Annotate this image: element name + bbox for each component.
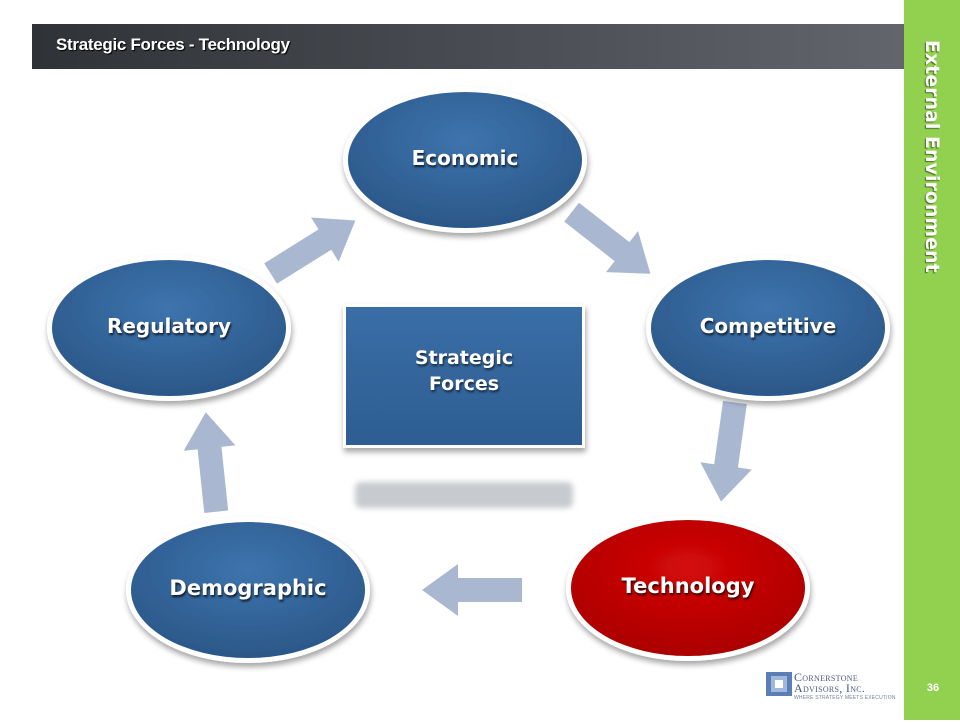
center-box <box>343 304 585 448</box>
title-bar: Strategic Forces - Technology <box>32 24 904 69</box>
node-technology-label: Technology <box>621 574 755 598</box>
node-economic <box>343 87 587 233</box>
section-label: External Environment <box>904 40 960 280</box>
logo-name: Cornerstone Advisors, Inc. <box>794 670 896 695</box>
logo-name-line1: Cornerstone <box>794 670 859 684</box>
node-competitive-label: Competitive <box>699 314 837 338</box>
logo-mark-icon <box>766 672 792 696</box>
node-competitive <box>646 255 890 401</box>
node-regulatory-label: Regulatory <box>106 314 232 338</box>
arrow-technology-to-demographic-icon <box>422 564 522 616</box>
page-number: 36 <box>926 682 940 694</box>
company-logo: Cornerstone Advisors, Inc. WHERE STRATEG… <box>766 670 896 706</box>
logo-name-line2: Advisors, Inc. <box>794 681 866 695</box>
node-economic-label: Economic <box>411 146 519 170</box>
arrow-economic-to-competitive-icon <box>555 191 667 295</box>
logo-tagline: WHERE STRATEGY MEETS EXECUTION <box>794 695 896 701</box>
center-label-line1: Strategic <box>414 347 514 369</box>
arrow-demographic-to-regulatory-icon <box>179 409 243 515</box>
node-demographic-label: Demographic <box>169 576 327 600</box>
center-label: Strategic Forces <box>345 345 583 397</box>
section-label-text: External Environment <box>921 40 943 273</box>
arrow-competitive-to-technology-icon <box>695 398 761 506</box>
node-demographic <box>126 517 370 663</box>
center-box-reflection <box>355 482 573 508</box>
node-technology <box>566 515 810 661</box>
node-regulatory <box>47 255 291 401</box>
slide-title: Strategic Forces - Technology <box>56 35 290 54</box>
arrow-regulatory-to-economic-icon <box>256 198 370 296</box>
diagram-canvas <box>47 87 890 663</box>
center-label-line2: Forces <box>428 373 500 395</box>
strategic-forces-diagram: Economic Competitive Technology Demograp… <box>47 87 890 663</box>
section-sidebar <box>904 0 960 720</box>
